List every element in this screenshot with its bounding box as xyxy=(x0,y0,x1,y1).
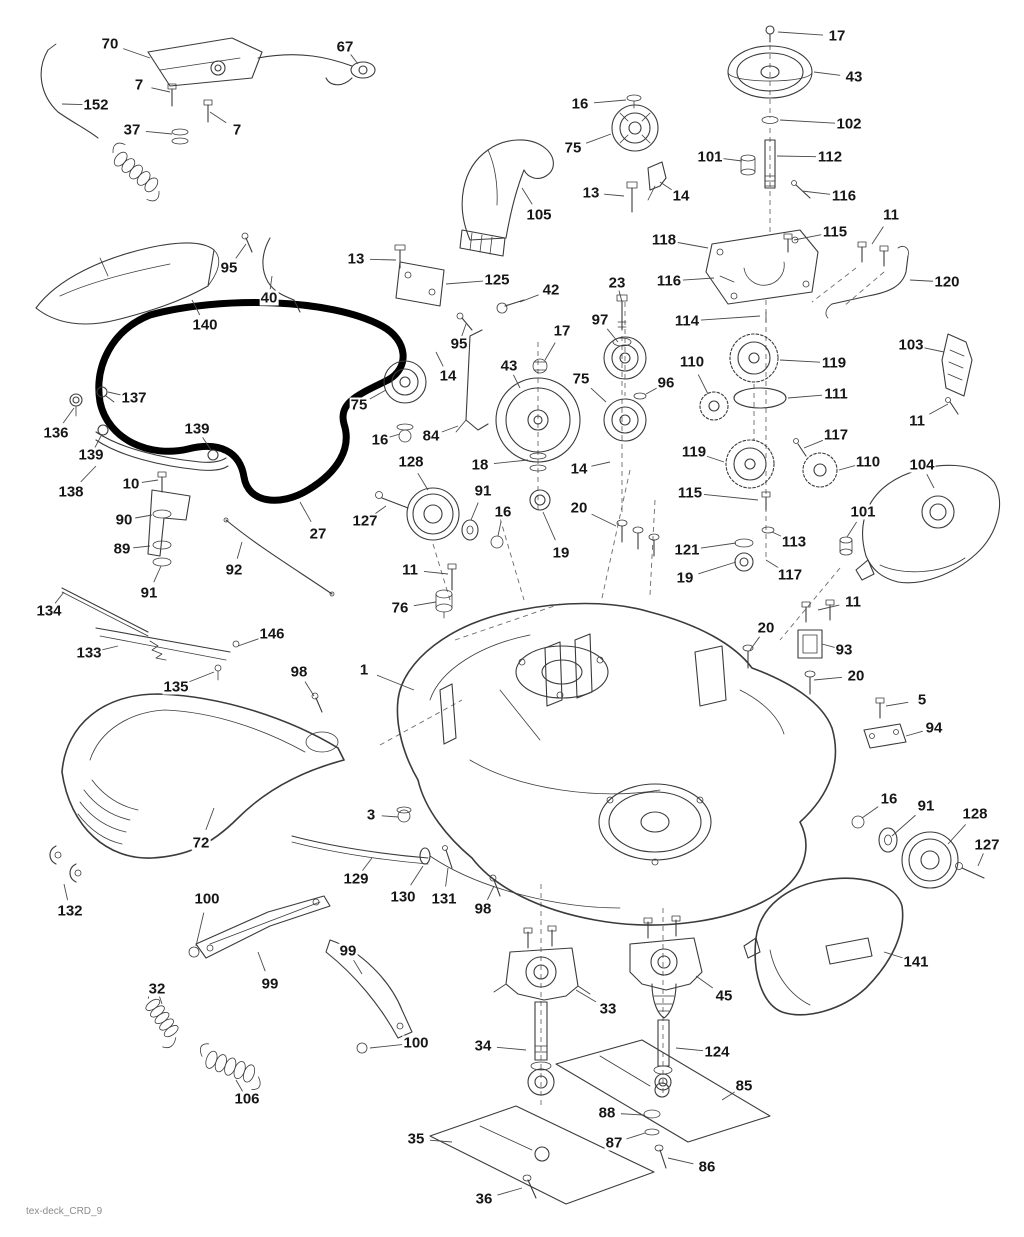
baffle-140 xyxy=(35,242,220,325)
mandrel-bracket-plate xyxy=(705,229,909,319)
blade-hardware xyxy=(522,1109,667,1199)
blade-85 xyxy=(555,1039,771,1143)
belt-cover-104 xyxy=(855,464,1001,584)
retainer-clips-132 xyxy=(49,845,82,883)
spindle-assembly-33 xyxy=(493,925,591,1096)
washout-hose-assembly xyxy=(69,386,229,471)
deck-pulley-assembly xyxy=(241,232,581,511)
discharge-chute-72 xyxy=(61,693,345,859)
idler-pulley-top xyxy=(611,94,667,213)
deck-rods-pins xyxy=(291,835,501,897)
engine-pulley-stack xyxy=(727,25,813,199)
extension-spring-32 xyxy=(145,987,179,1049)
watermark: tex-deck_CRD_9 xyxy=(26,1206,103,1217)
deck-housing xyxy=(311,563,837,926)
blade-35 xyxy=(429,1105,655,1205)
bolt-cluster-20 xyxy=(616,519,660,557)
gear-pulley-cluster xyxy=(603,294,853,572)
extension-spring-106 xyxy=(200,1043,261,1090)
lever-cable-assembly xyxy=(40,37,376,202)
spindle-assembly-45 xyxy=(629,915,703,1091)
suspension-brackets xyxy=(188,895,413,1054)
bracket-103 xyxy=(941,333,973,415)
linkage-rods xyxy=(61,587,240,681)
gauge-wheel-right xyxy=(851,815,985,889)
gauge-wheel-left xyxy=(375,487,504,549)
drive-belt xyxy=(95,299,427,504)
brake-arm-assembly xyxy=(147,471,335,597)
right-fasteners xyxy=(742,599,907,749)
upper-chute-105 xyxy=(459,139,554,257)
chute-141 xyxy=(743,877,904,1016)
